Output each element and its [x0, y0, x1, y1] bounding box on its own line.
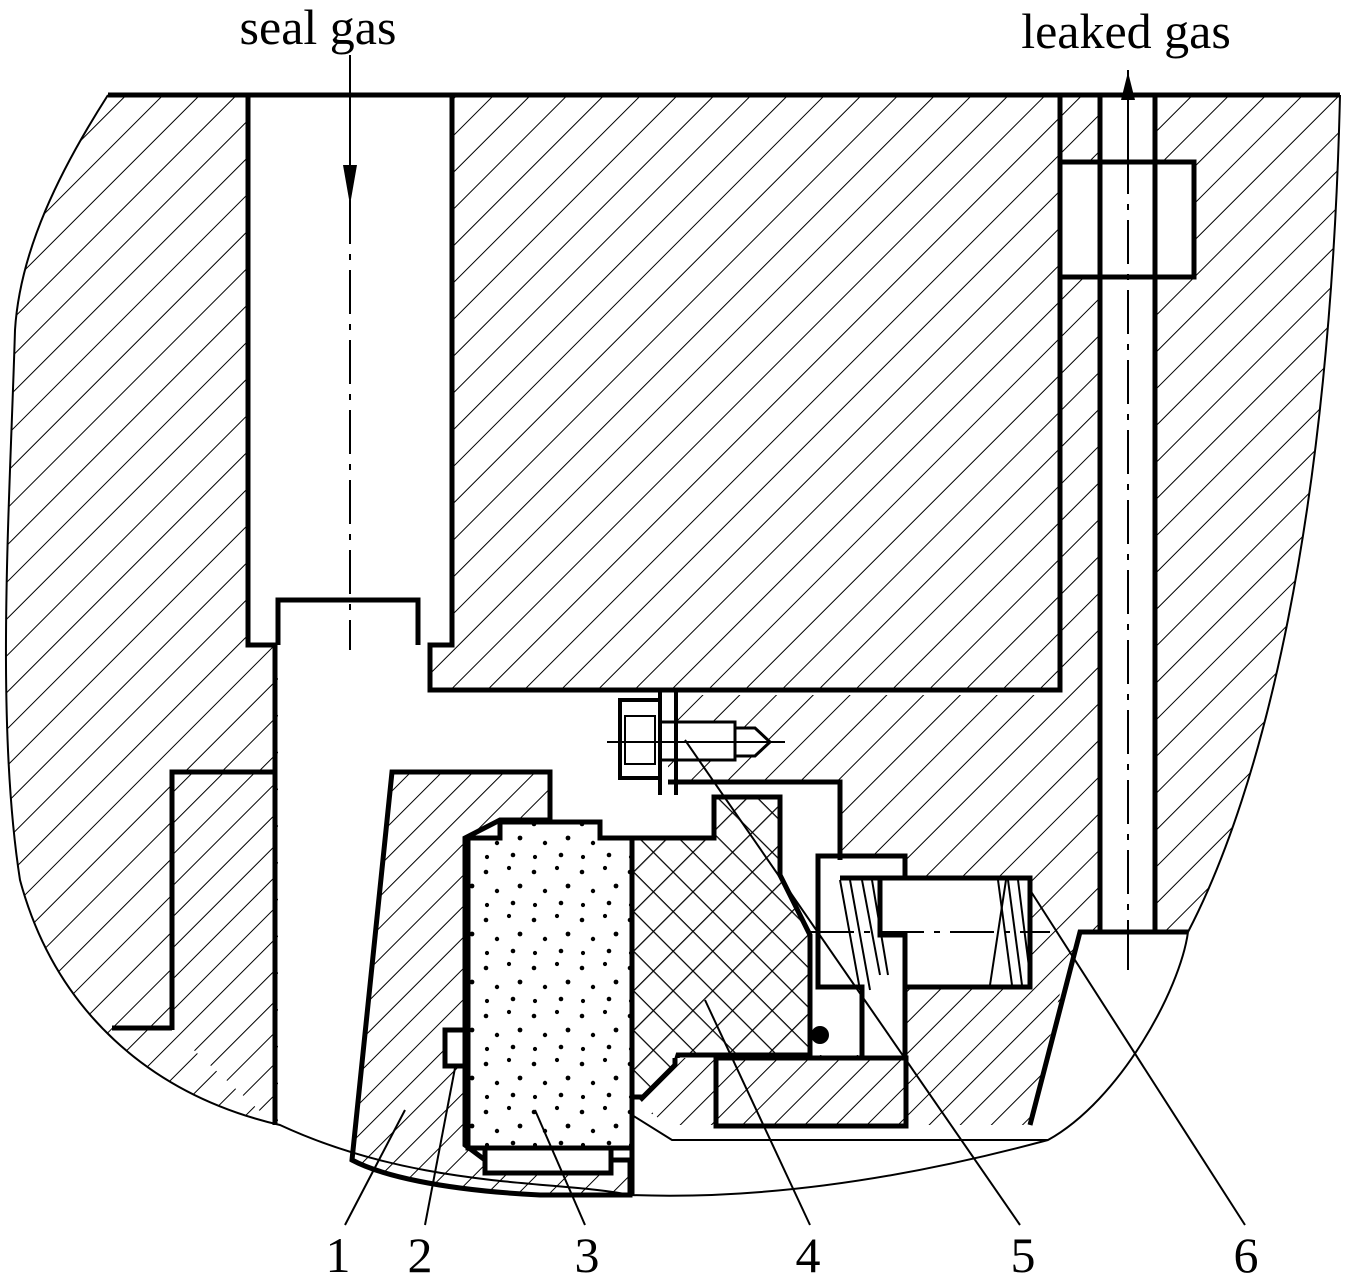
- part-label-3: 3: [575, 1227, 600, 1279]
- leader-lines: [344, 739, 1246, 1226]
- part-label-5: 5: [1011, 1227, 1036, 1279]
- part-1-rotor: [349, 769, 633, 1198]
- inlet-arrow-icon: [343, 165, 357, 205]
- part-label-4: 4: [796, 1227, 821, 1279]
- housing-left-shoulder: [172, 772, 275, 1125]
- seal-gas-label: seal gas: [240, 0, 397, 55]
- part-label-6: 6: [1234, 1227, 1259, 1279]
- part-label-1: 1: [326, 1227, 351, 1279]
- gland-bolt: [607, 692, 785, 795]
- o-ring: [811, 1026, 829, 1044]
- part-label-2: 2: [408, 1227, 433, 1279]
- part-2-pin: [442, 1027, 468, 1069]
- part-3-carbon-ring: [465, 819, 635, 1151]
- retainer-inner-block: [713, 1055, 909, 1129]
- break-line: [4, 94, 1341, 1197]
- housing-center-block: [427, 92, 1063, 693]
- part-3-ring-seat: [482, 1145, 614, 1176]
- outlet-arrow-icon: [1121, 72, 1135, 100]
- outline-strokes: [108, 92, 1340, 1195]
- leaked-gas-label: leaked gas: [1021, 3, 1231, 59]
